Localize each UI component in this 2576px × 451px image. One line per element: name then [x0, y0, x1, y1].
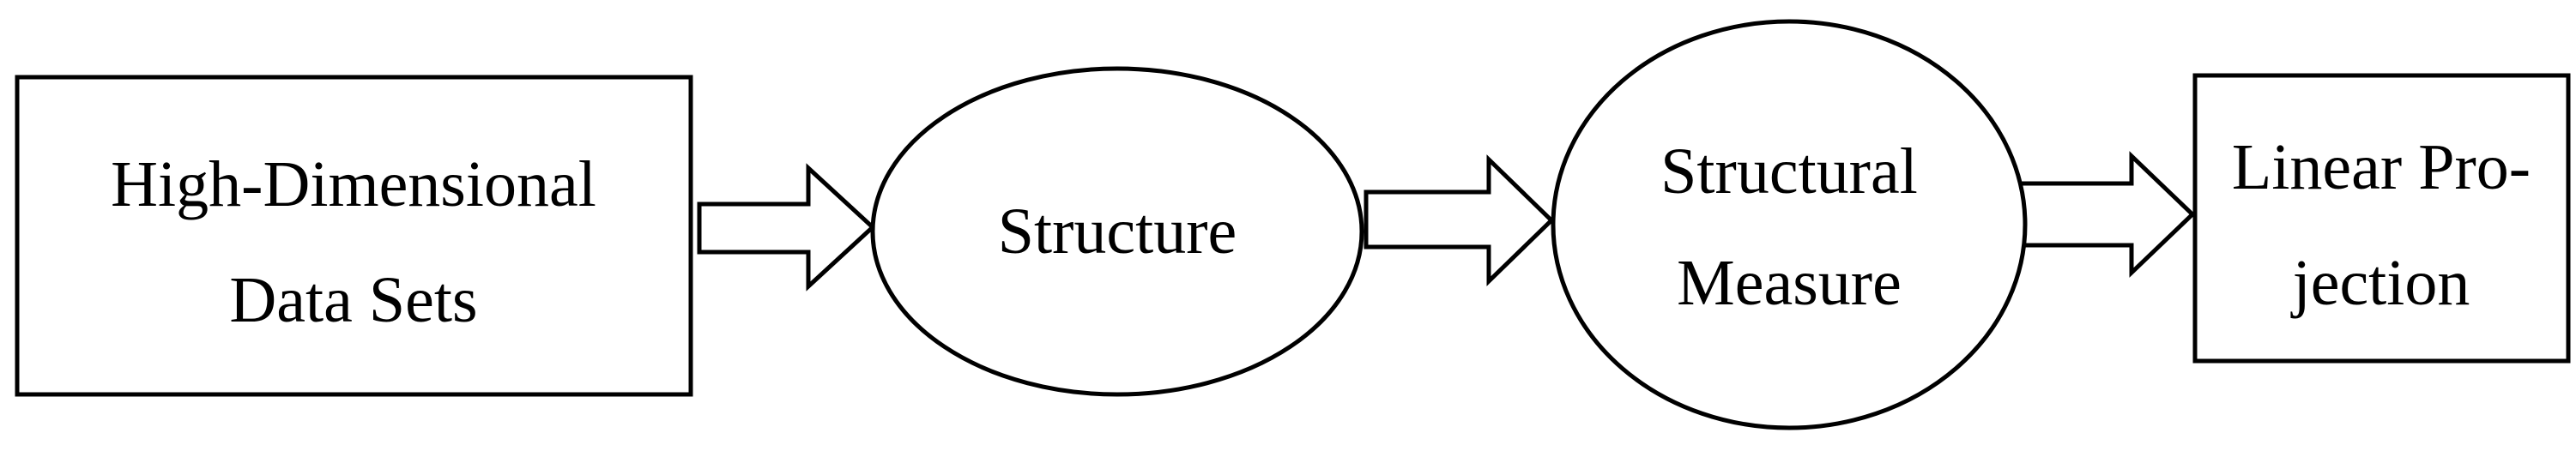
arrow-datasets-to-structure: [697, 163, 876, 292]
arrow-structure-to-measure: [1364, 154, 1555, 286]
node-label: Structure: [998, 195, 1237, 268]
node-high-dimensional-data-sets: High-Dimensional Data Sets: [15, 75, 693, 397]
node-box: [15, 75, 693, 397]
node-label-line-1: Linear Pro-: [2232, 131, 2531, 203]
node-label-line-1: Structural: [1660, 135, 1918, 207]
node-label-line-2: Measure: [1677, 247, 1902, 319]
node-linear-projection: Linear Pro- jection: [2192, 73, 2571, 364]
node-structure: Structure: [870, 66, 1364, 397]
arrow-measure-to-projection: [2014, 151, 2196, 278]
node-label-line-2: jection: [2290, 247, 2470, 319]
node-ellipse: [870, 66, 1364, 397]
node-label-line-1: High-Dimensional: [111, 148, 596, 220]
arrows-layer: [697, 151, 2196, 292]
node-ellipse: [1551, 19, 2028, 430]
node-label-line-2: Data Sets: [229, 264, 477, 336]
node-box: [2192, 73, 2571, 364]
node-structural-measure: Structural Measure: [1551, 19, 2028, 430]
